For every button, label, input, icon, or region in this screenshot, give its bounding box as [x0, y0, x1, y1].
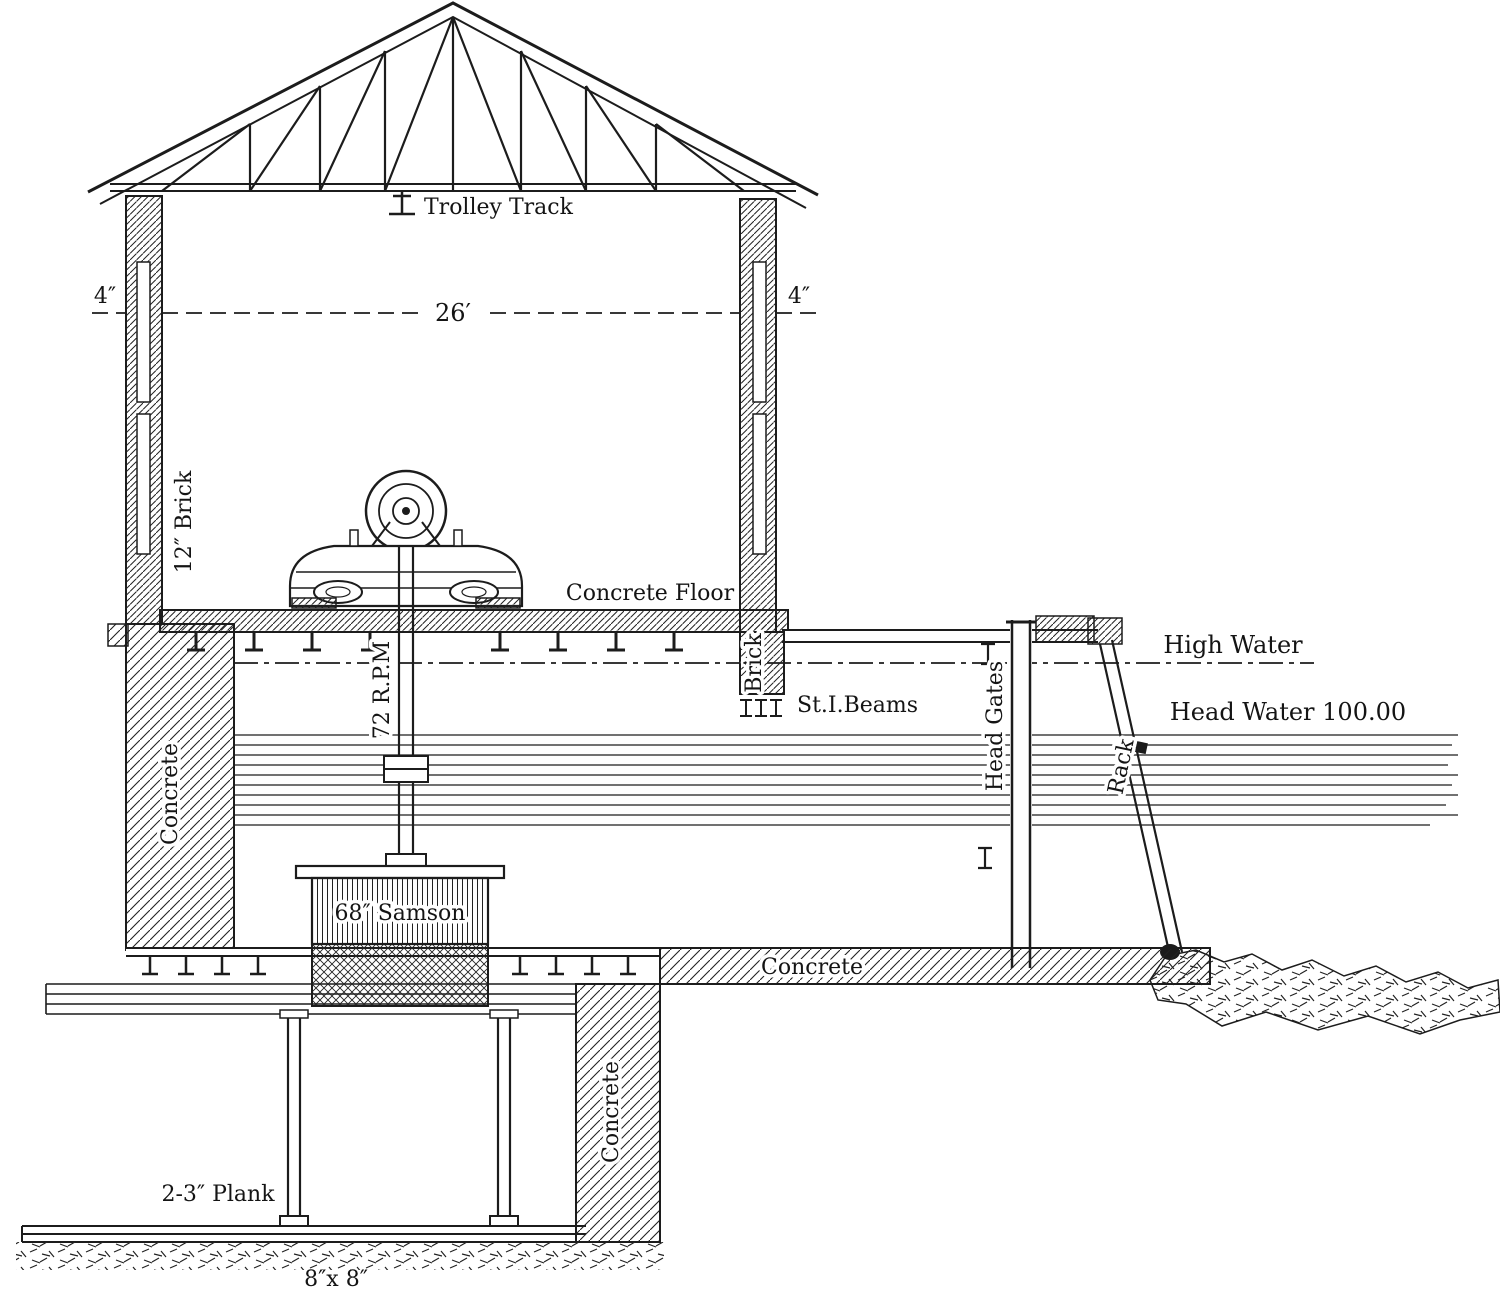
brick-pier	[739, 631, 785, 695]
concrete-apron: Concrete	[659, 947, 1211, 985]
turbine-label: 68″ Samson	[335, 901, 466, 926]
shaft-coupling	[383, 755, 429, 770]
plank-label: 2-3″ Plank	[161, 1182, 275, 1207]
turbine-runner	[311, 943, 489, 1007]
left-wall	[125, 195, 163, 625]
shaft-speed-label: 72 R.P.M	[370, 641, 395, 739]
brick-pier-label: Brick	[742, 633, 767, 693]
concrete-lower-label: Concrete	[599, 1061, 624, 1163]
steel-beams-label: St.I.Beams	[797, 693, 918, 718]
walls: 12″ Brick	[125, 195, 777, 633]
trolley-track-label: Trolley Track	[424, 195, 574, 220]
turbine-drum	[310, 876, 490, 946]
head-gates: Head Gates	[978, 620, 1036, 968]
dimension-line: 26′ 4″ 4″	[92, 284, 824, 327]
concrete-left-label: Concrete	[158, 743, 183, 845]
head-water-label: Head Water 100.00	[1170, 698, 1406, 726]
headworks-deck: Brick St.I.Beams	[739, 629, 1098, 718]
roof-truss	[87, 1, 819, 209]
river-bank-ground	[1149, 949, 1500, 1035]
left-wall-label: 12″ Brick	[172, 470, 197, 573]
turbine-shaft: 72 R.P.M	[367, 546, 429, 868]
lower-concrete-wall: Concrete	[575, 983, 661, 1243]
tailrace-flume: 2-3″ Plank 8″x 8″	[16, 983, 664, 1292]
trolley-track: Trolley Track	[389, 191, 574, 220]
turbine: 68″ Samson	[294, 853, 506, 1007]
left-concrete-pier: Concrete	[107, 623, 235, 951]
right-wall-dimension: 4″	[788, 284, 810, 309]
generator-unit	[288, 469, 524, 609]
rack: Rack	[1035, 615, 1184, 960]
posts-label: 8″x 8″	[304, 1267, 368, 1292]
ground-hatching	[16, 1242, 664, 1270]
concrete-apron-label: Concrete	[761, 955, 863, 980]
plank-floor	[21, 1225, 586, 1243]
head-water-surface	[234, 662, 1458, 826]
concrete-floor: Concrete Floor	[159, 581, 789, 652]
head-gates-label: Head Gates	[983, 661, 1008, 791]
concrete-floor-label: Concrete Floor	[566, 581, 735, 606]
high-water-label: High Water	[1163, 631, 1303, 659]
timber-posts	[286, 1014, 512, 1216]
left-wall-dimension: 4″	[94, 284, 116, 309]
span-dimension: 26′	[435, 299, 471, 327]
